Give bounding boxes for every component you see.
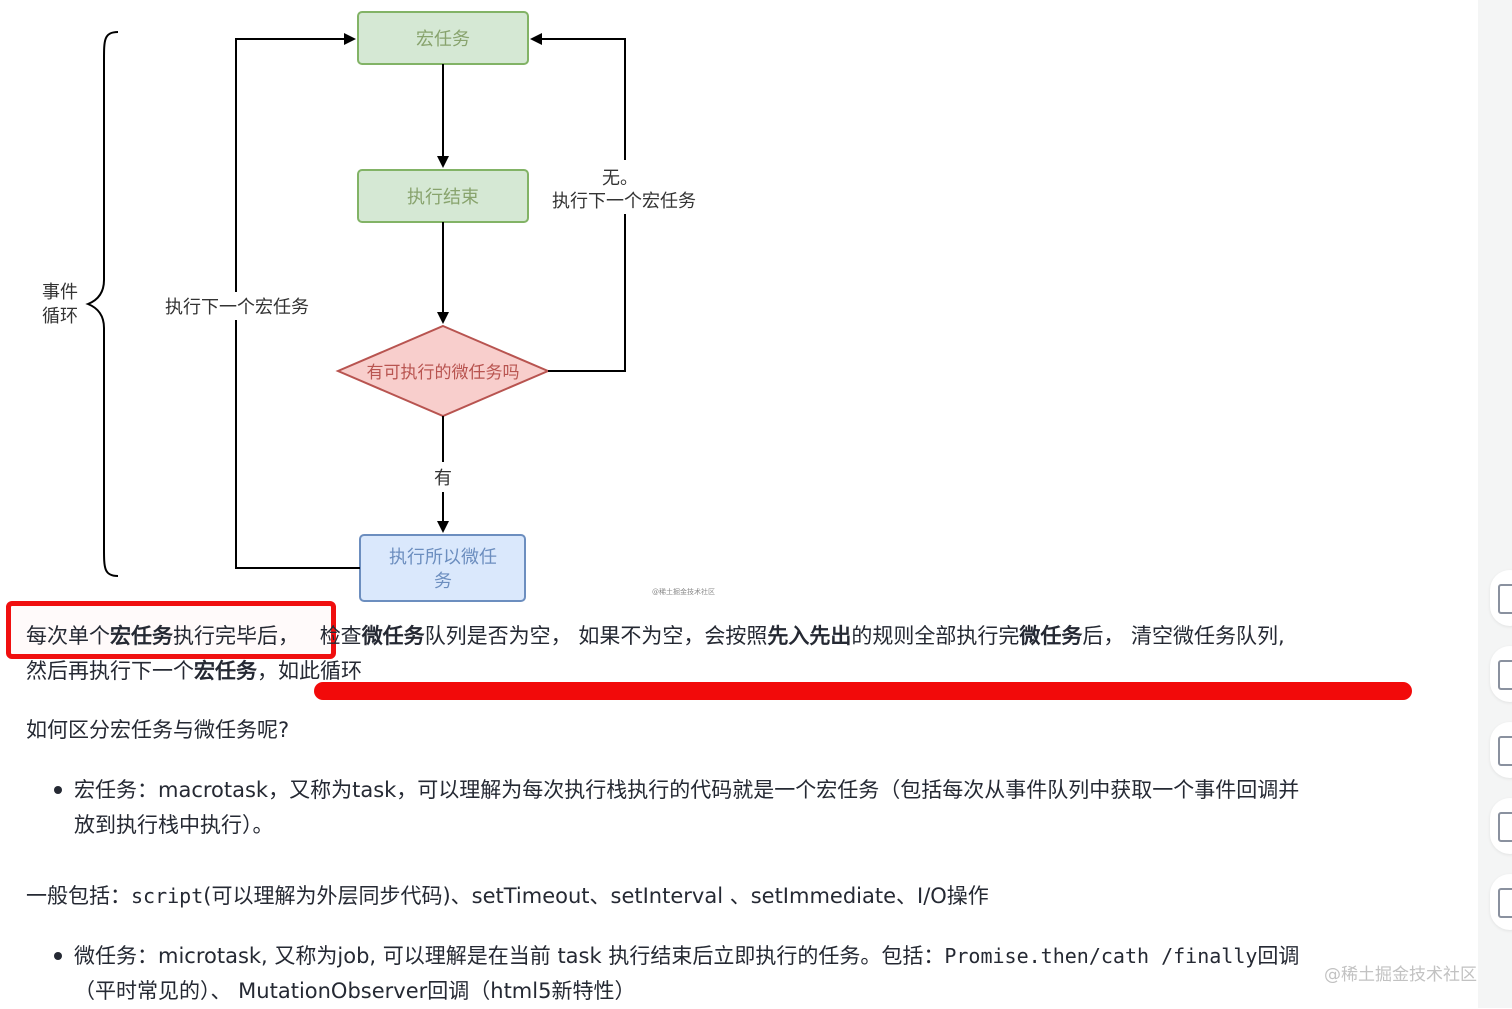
exec-all-micro-text-2: 务 [434,571,452,592]
paragraph-1-line-2: 然后再执行下一个宏任务，如此循环 [26,659,362,683]
none-label-1: 无。 [602,168,638,189]
sidebar-icon-1 [1498,584,1512,614]
macro-task-text: 宏任务 [416,29,470,50]
yes-label: 有 [434,468,452,489]
sidebar-button-5[interactable] [1490,874,1512,930]
sidebar-icon-2 [1498,660,1512,690]
question-paragraph: 如何区分宏任务与微任务呢? [26,718,290,742]
site-watermark: @稀土掘金技术社区 [1324,965,1477,985]
sidebar-icon-3 [1498,736,1512,766]
flowchart-svg: 宏任务 执行结束 有可执行的微任务吗 执行所以微任 务 无。 执行下一个宏任务 … [42,11,705,602]
paragraph-1-line-1: 每次单个宏任务执行完毕后， 检查微任务队列是否为空， 如果不为空，会按照先入先出… [26,624,1285,648]
sidebar-button-3[interactable] [1490,722,1512,778]
event-loop-brace [85,31,119,577]
sidebar-icon-5 [1498,888,1512,918]
red-underline-mark [314,682,1412,700]
exec-end-text: 执行结束 [407,187,479,208]
diagram-watermark: @稀土掘金技术社区 [652,588,715,596]
left-loop-label: 执行下一个宏任务 [165,297,309,318]
event-loop-label-1: 事件 [42,282,78,303]
bullet-micro-line-2: （平时常见的）、 MutationObserver回调（html5新特性） [74,979,636,1003]
bullet-macro-line-1: 宏任务：macrotask，又称为task，可以理解为每次执行栈执行的代码就是一… [74,778,1300,802]
sidebar-button-4[interactable] [1490,798,1512,854]
bullet-dot-1 [54,786,62,794]
event-loop-label-2: 循环 [42,306,78,327]
none-label-2: 执行下一个宏任务 [552,191,696,212]
bullet-dot-2 [54,952,62,960]
sidebar-button-2[interactable] [1490,646,1512,702]
red-highlight-box [6,601,336,659]
event-loop-diagram: 宏任务 执行结束 有可执行的微任务吗 执行所以微任 务 无。 执行下一个宏任务 … [0,0,760,610]
general-includes: 一般包括：script(可以理解为外层同步代码)、setTimeout、setI… [26,884,989,908]
bullet-micro-line-1: 微任务：microtask, 又称为job, 可以理解是在当前 task 执行结… [74,944,1300,968]
exec-all-micro-text-1: 执行所以微任 [389,547,497,568]
has-micro-text: 有可执行的微任务吗 [367,363,520,383]
sidebar-icon-4 [1498,812,1512,842]
right-sidebar [1478,0,1512,1008]
sidebar-button-1[interactable] [1490,570,1512,626]
bullet-macro-line-2: 放到执行栈中执行）。 [74,813,274,837]
